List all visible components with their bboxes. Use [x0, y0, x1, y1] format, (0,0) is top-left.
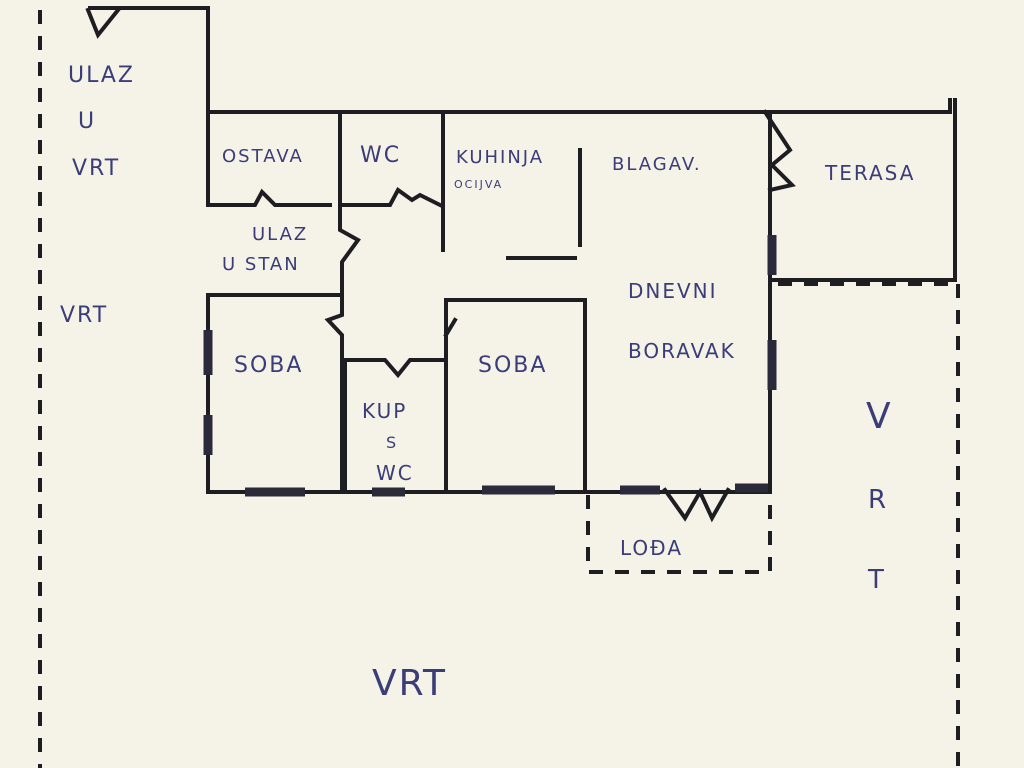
label-bathroom-3: WC [376, 461, 414, 485]
label-dining: BLAGAV. [612, 154, 702, 175]
labels: ULAZ U VRT VRT OSTAVA WC KUHINJA OCIJVA … [60, 63, 915, 704]
walls [88, 6, 957, 523]
label-apartment-entrance-1: ULAZ [252, 224, 308, 245]
label-room-middle: SOBA [478, 353, 547, 378]
label-kitchen-note: OCIJVA [454, 178, 503, 191]
label-garden-right-2: R [868, 485, 888, 515]
windows [203, 235, 777, 497]
label-living-1: DNEVNI [628, 279, 718, 303]
label-garden-entrance-1: ULAZ [68, 63, 135, 88]
label-living-2: BORAVAK [628, 339, 736, 363]
label-kitchen: KUHINJA [456, 147, 544, 168]
label-apartment-entrance-2: U STAN [222, 254, 300, 275]
label-garden-entrance-3: VRT [72, 156, 120, 181]
label-garden-right-3: T [867, 565, 886, 595]
label-garden-entrance-2: U [78, 109, 96, 134]
label-wc: WC [360, 143, 401, 168]
label-terrace: TERASA [824, 161, 915, 185]
label-garden-left: VRT [60, 303, 108, 328]
label-bathroom-1: KUP [362, 399, 407, 423]
label-room-left: SOBA [234, 353, 303, 378]
label-storage: OSTAVA [222, 146, 304, 167]
label-garden-right-1: V [866, 396, 893, 437]
label-loggia: LOĐA [620, 536, 683, 560]
garden-boundaries [38, 7, 960, 768]
label-garden-bottom: VRT [372, 663, 447, 704]
label-bathroom-2: S [386, 433, 398, 452]
